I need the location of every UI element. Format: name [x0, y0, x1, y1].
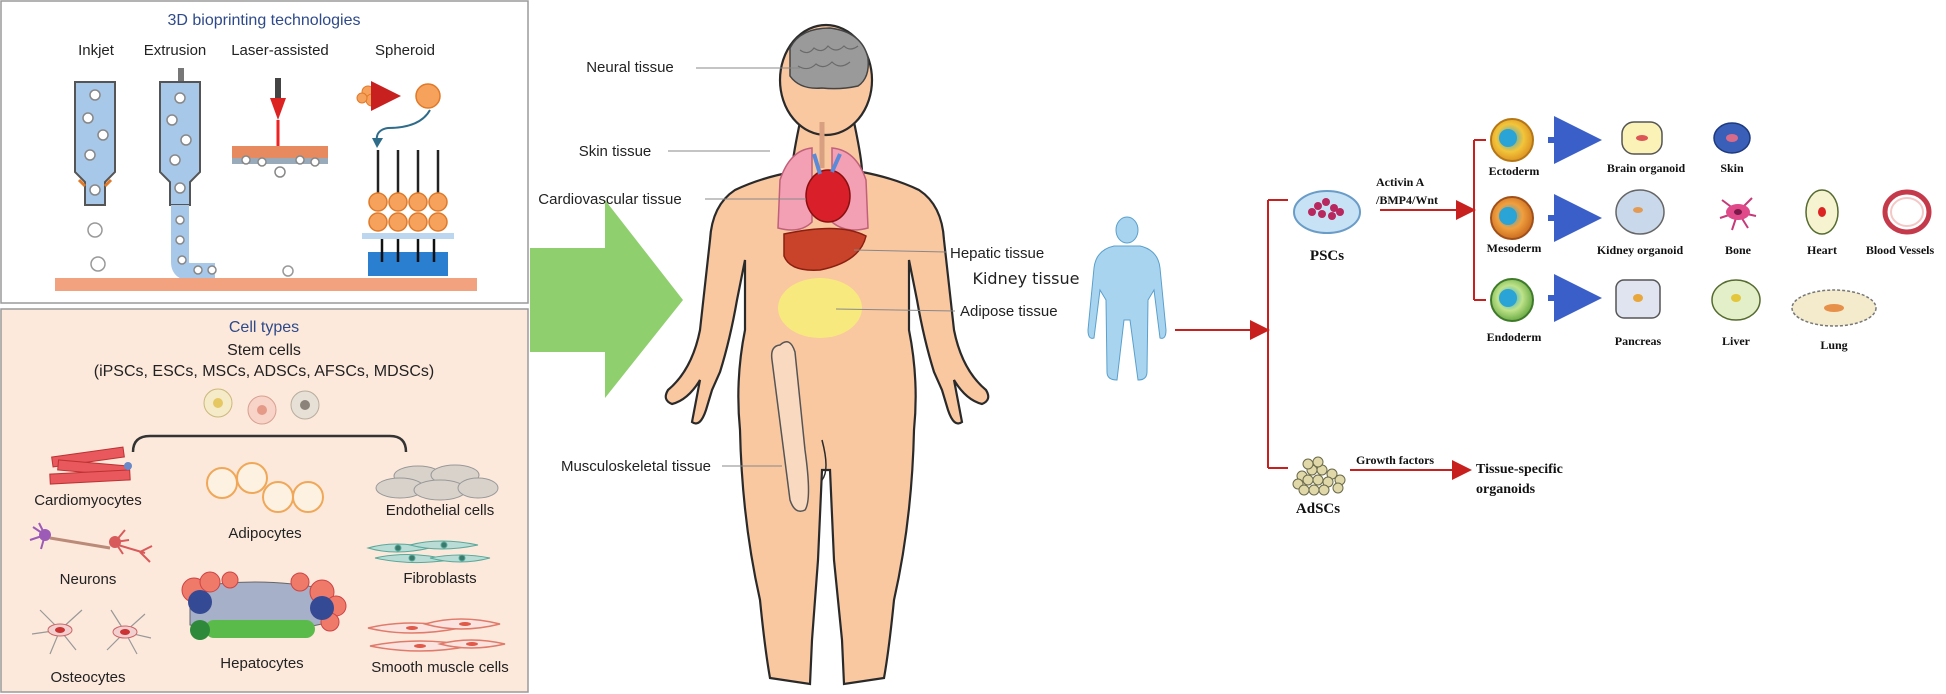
- cell-type-hepatocytes: Hepatocytes: [220, 655, 303, 672]
- cell-type-cardiomyocytes: Cardiomyocytes: [34, 492, 142, 509]
- cell-types-title: Cell types: [229, 319, 299, 336]
- germ-layer-ectoderm: Ectoderm: [1489, 164, 1540, 178]
- heart-icon: [806, 170, 850, 222]
- adscs-cluster-icon: [1293, 457, 1345, 495]
- method-inkjet-label: Inkjet: [78, 42, 115, 59]
- adscs-output-line1: Tissue-specific: [1476, 462, 1563, 477]
- cell-type-endothelial: Endothelial cells: [386, 502, 494, 519]
- cell-type-neurons: Neurons: [60, 571, 117, 588]
- ectoderm-cell-icon: [1491, 119, 1533, 161]
- cell-type-fibroblasts: Fibroblasts: [403, 570, 476, 587]
- method-spheroid-label: Spheroid: [375, 42, 435, 59]
- print-platform: [55, 278, 477, 291]
- lung-cell-icon: [1792, 290, 1876, 326]
- output-pancreas: Pancreas: [1615, 334, 1662, 348]
- differentiation-tree: [1175, 140, 1486, 470]
- bioprinting-panel: 3D bioprinting technologies Inkjet Extru…: [1, 1, 528, 303]
- blood-vessel-icon: [1885, 192, 1929, 232]
- pscs-dish-icon: [1294, 191, 1360, 233]
- mesoderm-cell-icon: [1491, 197, 1533, 239]
- tissue-adipose: Adipose tissue: [960, 303, 1058, 320]
- flow-arrow-green: [530, 200, 683, 398]
- cell-type-adipocytes: Adipocytes: [228, 525, 301, 542]
- output-kidney-organoid: Kidney organoid: [1597, 243, 1684, 257]
- method-laser-label: Laser-assisted: [231, 42, 329, 59]
- germ-layer-mesoderm: Mesoderm: [1487, 241, 1542, 255]
- small-human-silhouette: [1088, 217, 1166, 380]
- output-skin: Skin: [1720, 161, 1744, 175]
- germ-layer-endoderm: Endoderm: [1487, 330, 1542, 344]
- adscs-output-line2: organoids: [1476, 482, 1536, 497]
- pancreas-cell-icon: [1616, 280, 1660, 318]
- bioprinting-title: 3D bioprinting technologies: [167, 12, 360, 29]
- kidney-organoid-icon: [1616, 190, 1664, 234]
- output-bone: Bone: [1725, 243, 1752, 257]
- tissue-musculoskeletal: Musculoskeletal tissue: [561, 458, 711, 475]
- output-brain-organoid: Brain organoid: [1607, 161, 1686, 175]
- output-heart: Heart: [1807, 243, 1837, 257]
- output-liver: Liver: [1722, 334, 1751, 348]
- cell-type-osteocytes: Osteocytes: [50, 669, 125, 686]
- cell-type-smooth-muscle: Smooth muscle cells: [371, 659, 509, 676]
- blue-arrows: [1548, 140, 1596, 298]
- cell-types-panel: Cell types Stem cells (iPSCs, ESCs, MSCs…: [1, 309, 528, 692]
- pscs-label: PSCs: [1310, 248, 1344, 264]
- tissue-skin: Skin tissue: [579, 143, 652, 160]
- tissue-neural: Neural tissue: [586, 59, 674, 76]
- stem-cells-title: Stem cells: [227, 342, 301, 359]
- adipose-region: [778, 278, 862, 338]
- bone-cell-icon: [1720, 198, 1756, 230]
- method-extrusion-label: Extrusion: [144, 42, 207, 59]
- tissue-cardiovascular: Cardiovascular tissue: [538, 191, 681, 208]
- tissue-hepatic: Hepatic tissue: [950, 245, 1044, 262]
- adscs-factor-label: Growth factors: [1356, 453, 1434, 467]
- stem-cells-list: (iPSCs, ESCs, MSCs, ADSCs, AFSCs, MDSCs): [94, 363, 434, 380]
- pscs-factors-line1: Activin A: [1376, 175, 1425, 189]
- brain-icon: [790, 28, 868, 89]
- human-body-illustration: [666, 25, 989, 684]
- brain-organoid-icon: [1622, 122, 1662, 154]
- output-blood-vessels: Blood Vessels: [1866, 243, 1935, 257]
- output-lung: Lung: [1820, 338, 1847, 352]
- heart-cell-icon: [1806, 190, 1838, 234]
- tissue-kidney: Kidney tissue: [972, 269, 1079, 288]
- liver-cell-icon: [1712, 280, 1760, 320]
- pscs-factors-line2: /BMP4/Wnt: [1375, 193, 1438, 207]
- skin-cell-icon: [1714, 123, 1750, 153]
- adscs-label: AdSCs: [1296, 501, 1340, 517]
- endoderm-cell-icon: [1491, 279, 1533, 321]
